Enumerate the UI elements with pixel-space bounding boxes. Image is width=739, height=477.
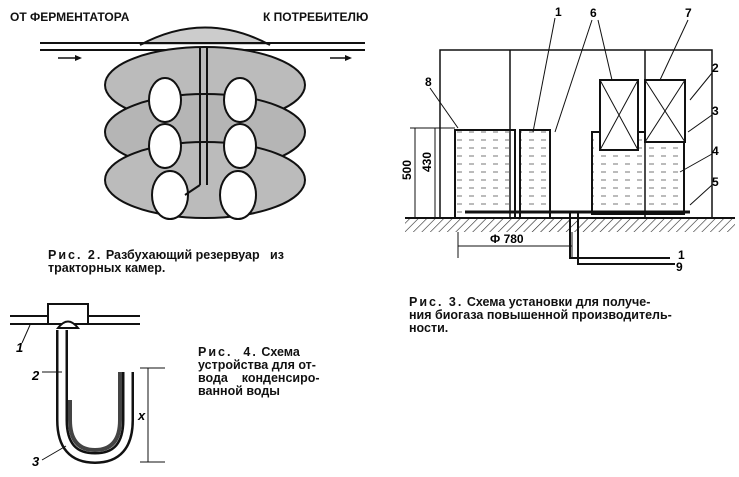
fig4-caption: Рис. 4. Схема [198, 346, 300, 359]
fig3-callout-8: 8 [425, 75, 432, 89]
fig3-caption-line2: ния биогаза повышенной производитель- [409, 308, 672, 322]
fig3-callout-4: 4 [712, 144, 719, 158]
fig3-caption: Рис. 3. Схема установки для получе- [409, 296, 650, 309]
fig3-caption-prefix: Рис. 3. [409, 295, 464, 309]
fig3-dim-phi: Ф 780 [490, 232, 524, 246]
fig4-caption-line2: устройства для от- [198, 358, 316, 372]
fig3-dim-500: 500 [400, 160, 414, 180]
fig2-caption: Рис. 2. Разбухающий резервуар из [48, 249, 284, 262]
fig4-caption-prefix: Рис. 4. [198, 345, 258, 359]
fig2-caption-prefix: Рис. 2. [48, 248, 103, 262]
fig3-callout-9: 9 [676, 260, 683, 274]
fig3-dim-430: 430 [420, 152, 434, 172]
fig4-caption-line1: Схема [261, 345, 300, 359]
fig3-caption-line3: ности. [409, 321, 449, 335]
fig4-callout-3: 3 [32, 454, 40, 469]
fig3-callout-1b: 1 [678, 248, 685, 262]
fig3-callout-7: 7 [685, 6, 692, 20]
fig4-caption-line4: ванной воды [198, 384, 280, 398]
fig4-caption-line3: вода конденсиро- [198, 371, 320, 385]
fig4-callout-1: 1 [16, 340, 23, 355]
fig2-label-from: ОТ ФЕРМЕНТАТОРА [10, 10, 130, 24]
fig2-caption-line2: тракторных камер. [48, 261, 166, 275]
fig4-drawing [10, 303, 165, 465]
fig3-callout-1: 1 [555, 5, 562, 19]
fig2-caption-line1: Разбухающий резервуар из [105, 248, 284, 262]
fig3-caption-line1: Схема установки для получе- [466, 295, 651, 309]
fig4-callout-2: 2 [31, 368, 40, 383]
fig3-callout-2: 2 [712, 61, 719, 75]
fig3-callout-3: 3 [712, 104, 719, 118]
fig2-drawing [40, 26, 365, 220]
fig4-dim-x: x [137, 408, 146, 423]
fig3-callout-6: 6 [590, 6, 597, 20]
fig3-callout-5: 5 [712, 175, 719, 189]
fig2-label-to: К ПОТРЕБИТЕЛЮ [263, 10, 369, 24]
fig3-drawing [405, 17, 735, 265]
